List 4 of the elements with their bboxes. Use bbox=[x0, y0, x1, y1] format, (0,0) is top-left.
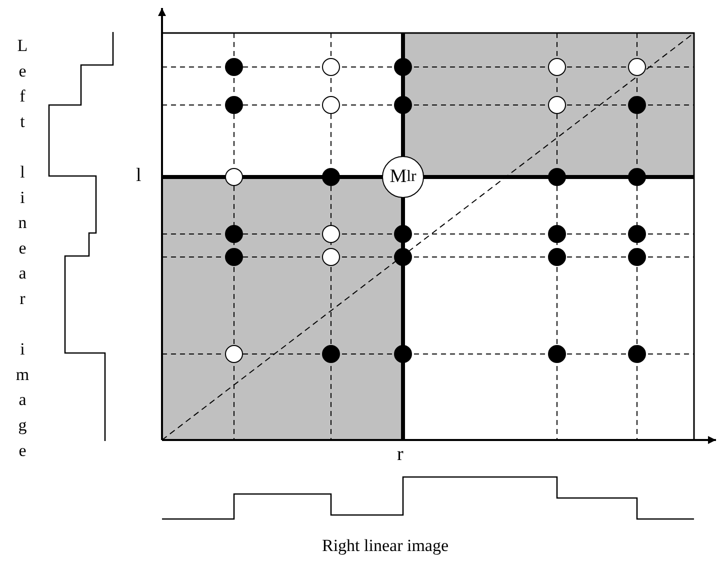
axis-label: r bbox=[397, 444, 404, 466]
axis-label: l bbox=[136, 165, 142, 187]
axis-title: Left linear image bbox=[12, 36, 32, 466]
axis-title: Right linear image bbox=[322, 536, 449, 556]
